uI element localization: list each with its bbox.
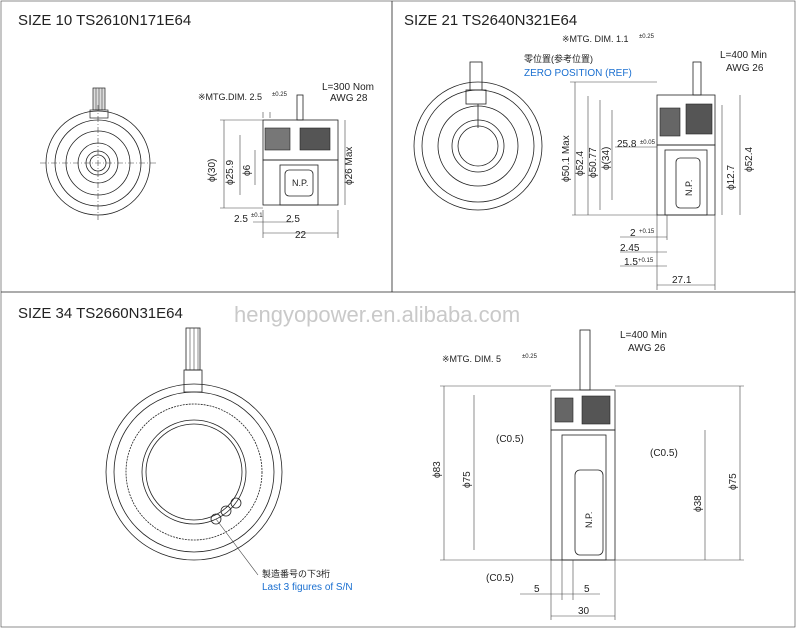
- size34-c05a: (C0.5): [496, 434, 524, 445]
- size34-d83: ϕ83: [432, 461, 443, 478]
- size10-d6: ϕ6: [242, 164, 253, 176]
- size21-front-view: [413, 61, 543, 211]
- size21-dim-15: 1.5: [624, 257, 638, 268]
- size21-dim-15-tol: +0.15: [638, 258, 654, 264]
- size10-d30: ϕ(30): [207, 159, 218, 182]
- size10-dim-25a-tol: ±0.1: [251, 213, 263, 219]
- size21-d127: ϕ12.7: [726, 164, 737, 190]
- size10-np-label: N.P.: [292, 178, 308, 188]
- size10-front-view: [40, 87, 156, 220]
- size34-title: SIZE 34 TS2660N31E64: [18, 305, 183, 322]
- size21-d501: ϕ50.1 Max: [561, 135, 572, 182]
- size21-dim-2: 2: [630, 228, 636, 239]
- size34-sn-en: Last 3 figures of S/N: [262, 582, 353, 593]
- size10-d25: ϕ25.9: [225, 159, 236, 185]
- size21-zero-en: ZERO POSITION (REF): [524, 68, 632, 79]
- size10-side-view: N.P.: [220, 94, 346, 238]
- size10-dim-25b: 2.5: [286, 214, 300, 225]
- size21-zero-jp: 零位置(参考位置): [524, 53, 593, 64]
- size34-dim-5b: 5: [584, 584, 590, 595]
- size10-mtg-dim: ※MTG.DIM. 2.5: [198, 92, 262, 102]
- size34-front-view: [105, 327, 283, 561]
- size21-mtg-tol: ±0.25: [639, 34, 655, 40]
- size34-np-label: N.P.: [584, 512, 594, 528]
- size10-awg: AWG 28: [330, 93, 368, 104]
- size21-dim-271: 27.1: [672, 275, 692, 286]
- size34-c05c: (C0.5): [486, 573, 514, 584]
- size21-side-view: N.P.: [570, 61, 741, 290]
- size34-awg: AWG 26: [628, 343, 666, 354]
- size10-title: SIZE 10 TS2610N171E64: [18, 12, 191, 29]
- size10-d26max: ϕ26 Max: [344, 147, 355, 185]
- size21-d5077: ϕ50.77: [588, 147, 599, 178]
- size34-mtg-dim: ※MTG. DIM. 5: [442, 354, 501, 364]
- size34-d75: ϕ75: [462, 471, 473, 488]
- size34-lead-len: L=400 Min: [620, 330, 667, 341]
- size21-dim-245: 2.45: [620, 243, 640, 254]
- size21-np-label: N.P.: [684, 180, 694, 196]
- size21-title: SIZE 21 TS2640N321E64: [404, 12, 577, 29]
- size34-d75b: ϕ75: [728, 473, 739, 490]
- size21-dim-2-tol: +0.15: [639, 229, 655, 235]
- size34-sn-jp: 製造番号の下3桁: [262, 568, 330, 579]
- size34-mtg-tol: ±0.25: [522, 354, 538, 360]
- size34-dim-5a: 5: [534, 584, 540, 595]
- size21-d34: ϕ(34): [601, 147, 612, 170]
- size21-d258: 25.8: [617, 139, 637, 150]
- size34-dim-30: 30: [578, 606, 590, 617]
- size10-lead-len: L=300 Nom: [322, 82, 374, 93]
- size10-dim-25a: 2.5: [234, 214, 248, 225]
- size21-lead-len: L=400 Min: [720, 50, 767, 61]
- size34-d38: ϕ38: [693, 495, 704, 512]
- size10-mtg-tol: ±0.25: [272, 92, 288, 98]
- size21-awg: AWG 26: [726, 63, 764, 74]
- size34-c05b: (C0.5): [650, 448, 678, 459]
- size21-d524b: ϕ52.4: [744, 146, 755, 172]
- size10-dim-22: 22: [295, 230, 307, 241]
- size34-sn-leader: [215, 518, 259, 576]
- size21-d258-tol: ±0.05: [640, 140, 656, 146]
- size34-side-view: N.P.: [440, 329, 744, 620]
- size21-d524: ϕ52.4: [575, 150, 586, 176]
- watermark: hengyopower.en.alibaba.com: [234, 302, 520, 327]
- size21-mtg-dim: ※MTG. DIM. 1.1: [562, 34, 629, 44]
